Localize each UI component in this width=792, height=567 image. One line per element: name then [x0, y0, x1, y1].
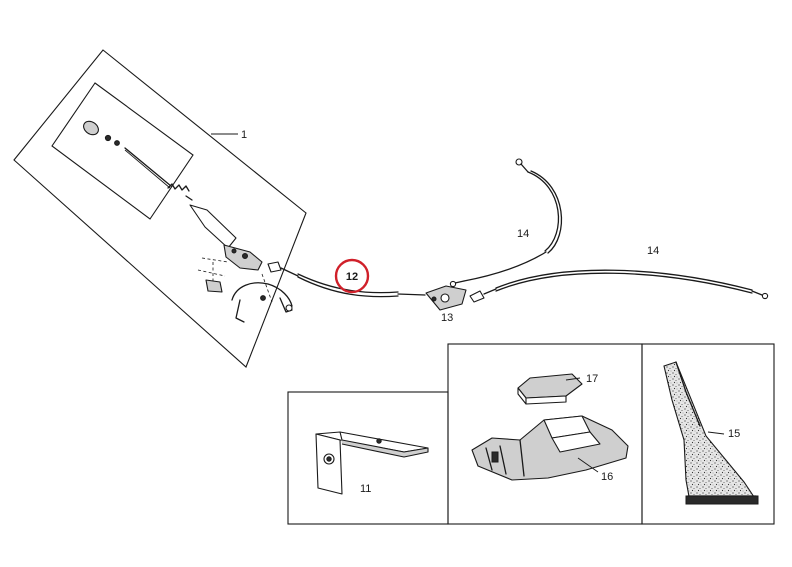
callout-16: 16	[601, 471, 613, 483]
callout-13: 13	[441, 312, 453, 324]
shifter-assembly-frame	[13, 49, 307, 368]
leader-lines	[211, 133, 725, 473]
callout-11: 11	[360, 483, 371, 495]
highlight-ring-12	[334, 258, 370, 294]
gear-lever-exploded	[83, 120, 293, 323]
cover-cap-17	[517, 373, 583, 405]
gear-boot-15	[663, 361, 759, 505]
callout-15: 15	[728, 428, 740, 440]
callout-17: 17	[586, 373, 598, 385]
accessory-frames	[287, 343, 775, 525]
console-trim-16	[471, 415, 629, 481]
parking-cable-14-lower	[469, 269, 769, 303]
angle-bracket-11	[315, 431, 429, 495]
callout-14-upper: 14	[517, 228, 529, 240]
callout-12: 12	[346, 271, 358, 283]
cable-bracket-13	[425, 285, 467, 311]
callout-14-lower: 14	[647, 245, 659, 257]
shift-cable-12	[267, 261, 426, 298]
parking-cable-14-upper	[449, 158, 562, 288]
callout-1: 1	[241, 129, 247, 141]
